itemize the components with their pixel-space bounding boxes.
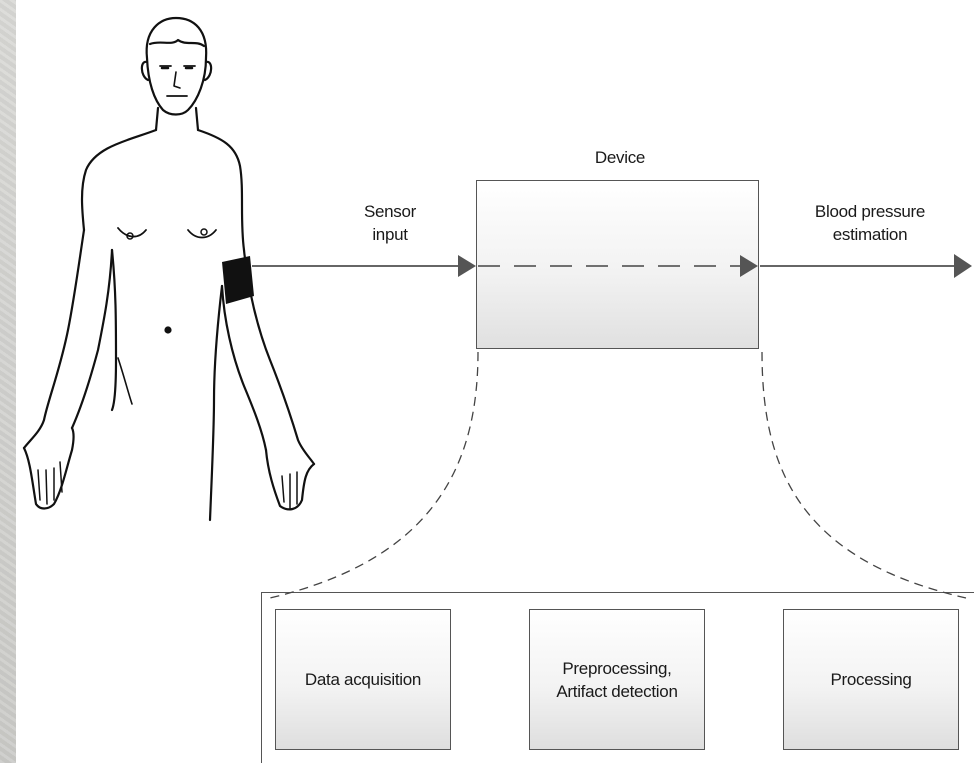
blood-pressure-estimation-label: Blood pressure estimation bbox=[814, 202, 926, 244]
arrowhead-icon bbox=[458, 255, 476, 277]
stage-label: Preprocessing, Artifact detection bbox=[556, 658, 678, 701]
arrowhead-icon bbox=[740, 255, 758, 277]
stage-data-acquisition: Data acquisition bbox=[275, 609, 451, 750]
stage-label: Processing bbox=[830, 670, 912, 689]
device-title: Device bbox=[594, 148, 646, 167]
stage-preprocessing-artifact-detection: Preprocessing, Artifact detection bbox=[529, 609, 705, 750]
cuff-band bbox=[222, 256, 254, 304]
device-box bbox=[476, 180, 759, 349]
sensor-input-label: Sensor input bbox=[363, 202, 417, 244]
arrowhead-icon bbox=[954, 254, 972, 278]
stage-processing: Processing bbox=[783, 609, 959, 750]
stage-label: Data acquisition bbox=[304, 670, 422, 689]
expansion-curve-left bbox=[269, 351, 479, 599]
expansion-curve-right bbox=[761, 351, 967, 599]
human-figure bbox=[22, 16, 316, 522]
